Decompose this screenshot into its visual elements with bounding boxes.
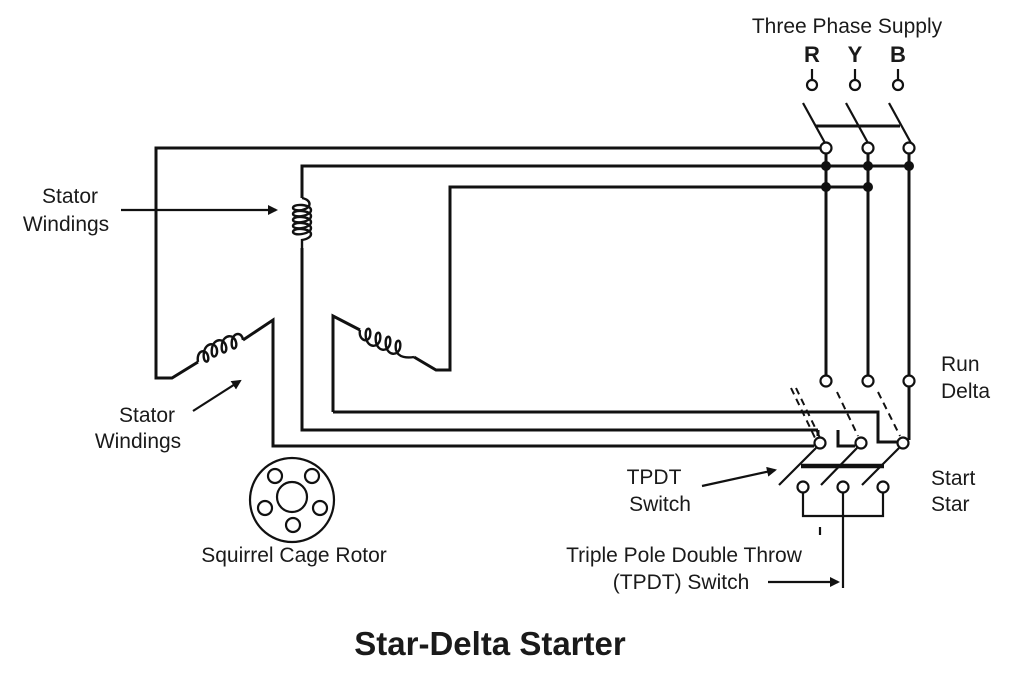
- dash-pole-3: [877, 391, 901, 437]
- stator-winding-top: [291, 196, 818, 432]
- stator-winding-right: [331, 313, 903, 444]
- arrow-tpdt-icon: [701, 466, 777, 488]
- arrow-stator-bottom-icon: [192, 379, 242, 412]
- junction-r-b: [821, 182, 831, 192]
- coil-top-icon: [291, 196, 313, 248]
- supply-terminals: [805, 69, 905, 92]
- diagram-title: Star-Delta Starter: [354, 625, 626, 662]
- main-out-b: [902, 141, 916, 155]
- supply-r-terminal: [805, 78, 819, 92]
- start-star-terminal-1: [796, 480, 810, 494]
- stator-bottom-label-1: Stator: [119, 404, 175, 427]
- main-switch-blade-r: [802, 102, 826, 144]
- run-position-dashes: [790, 387, 901, 443]
- main-switch-blade-y: [845, 102, 869, 144]
- tpdt-full-label-2: (TPDT) Switch: [613, 571, 750, 594]
- rotor-bar-2: [303, 467, 321, 485]
- start-label-2: Star: [931, 493, 970, 516]
- main-switch: [802, 102, 912, 144]
- rotor-bar-3: [256, 499, 274, 517]
- tpdt-common-1: [813, 436, 827, 450]
- wire-r-to-left-winding: [154, 146, 826, 380]
- stator-top-label-1: Stator: [42, 185, 98, 208]
- tpdt-switch-blades: [778, 447, 900, 486]
- main-switch-blade-b: [888, 102, 912, 144]
- main-out-r: [819, 141, 833, 155]
- start-star-terminal-3: [876, 480, 890, 494]
- run-delta-terminal-3: [902, 374, 916, 388]
- phase-b-label: B: [890, 42, 906, 67]
- tpdt-full-label-1: Triple Pole Double Throw: [566, 544, 803, 567]
- tpdt-common-2: [854, 436, 868, 450]
- tpdt-blade-1: [778, 447, 817, 486]
- junction-y-b: [863, 182, 873, 192]
- run-delta-terminal-2: [861, 374, 875, 388]
- supply-y-terminal: [848, 78, 862, 92]
- junction-r-y: [821, 161, 831, 171]
- run-label-1: Run: [941, 353, 980, 376]
- phase-y-label: Y: [848, 42, 863, 67]
- dash-pole-2: [836, 391, 859, 437]
- supply-b-terminal: [891, 78, 905, 92]
- wire-top-winding-lower: [300, 248, 818, 432]
- rotor-bar-1: [266, 467, 284, 485]
- rotor-label: Squirrel Cage Rotor: [201, 544, 387, 567]
- rotor-bar-4: [311, 499, 329, 517]
- wire-right-winding-lower: [333, 410, 903, 444]
- tpdt-label-1: TPDT: [627, 466, 682, 489]
- start-label-1: Start: [931, 467, 976, 490]
- tpdt-label-2: Switch: [629, 493, 691, 516]
- coil-left-icon: [196, 332, 245, 363]
- tpdt-common-3: [896, 436, 910, 450]
- wire-left-winding-lower: [242, 317, 814, 448]
- supply-label: Three Phase Supply: [752, 15, 943, 38]
- stator-bottom-label-2: Windings: [95, 430, 181, 453]
- run-delta-terminal-1: [819, 374, 833, 388]
- main-out-y: [861, 141, 875, 155]
- stator-winding-left: [196, 317, 814, 448]
- pole-2-connect: [836, 430, 855, 448]
- junction-b-y: [904, 161, 914, 171]
- phase-r-label: R: [804, 42, 820, 67]
- wire-b-to-right-winding: [413, 185, 868, 372]
- wire-y-to-top-winding: [300, 164, 909, 198]
- rotor-outer: [248, 456, 336, 544]
- squirrel-cage-rotor-icon: [248, 456, 336, 544]
- coil-right-icon: [358, 327, 415, 359]
- run-label-2: Delta: [941, 380, 990, 403]
- stator-top-label-2: Windings: [23, 213, 109, 236]
- rotor-bar-5: [284, 516, 302, 534]
- start-star-terminal-2: [836, 480, 850, 494]
- wire-right-winding-return: [331, 313, 361, 412]
- rotor-shaft: [275, 480, 309, 514]
- dash-pole-1a: [790, 387, 818, 443]
- junction-y-y: [863, 161, 873, 171]
